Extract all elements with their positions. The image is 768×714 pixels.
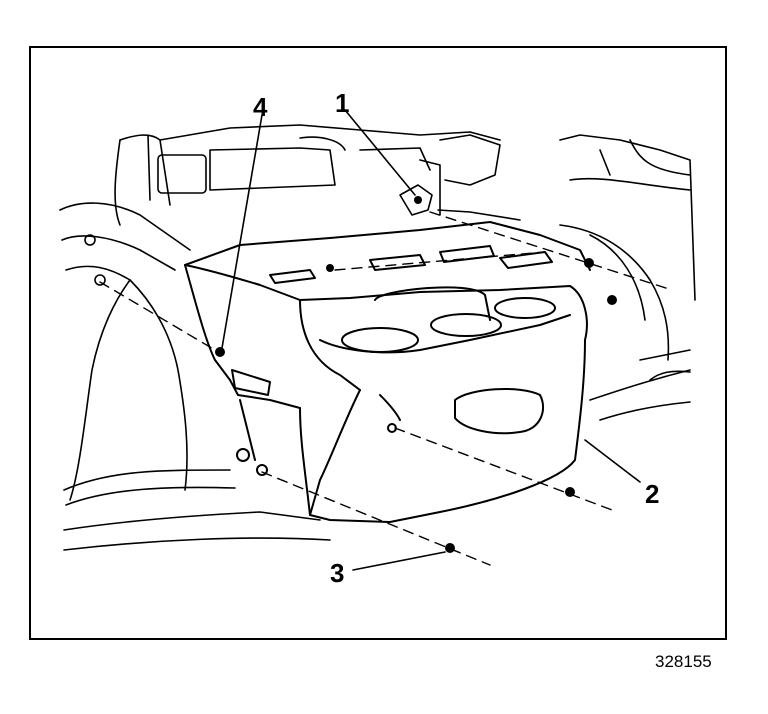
instrument-panel-background [114, 124, 696, 301]
console-assembly [184, 221, 591, 523]
upper-bracket [399, 159, 521, 221]
fastener-markers [215, 196, 617, 553]
left-seat-structure [59, 202, 331, 551]
callout-3: 3 [330, 558, 345, 588]
dashed-alignment-lines [99, 211, 673, 566]
callout-leaders [221, 109, 641, 571]
diagram-frame [29, 46, 727, 640]
callout-1: 1 [335, 88, 350, 118]
callout-4: 4 [253, 92, 268, 122]
callout-2: 2 [645, 479, 660, 509]
figure-id-number: 328155 [655, 652, 712, 671]
right-seat-structure [559, 224, 691, 421]
